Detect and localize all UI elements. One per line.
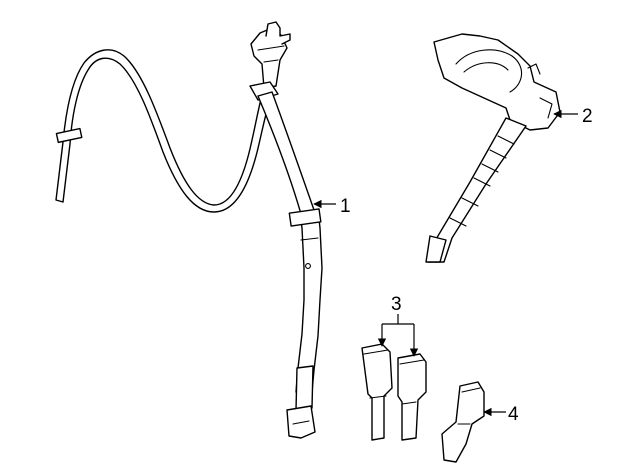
d-ring-tab: [265, 21, 291, 45]
belt-strap: [257, 91, 315, 215]
buckle-right: [397, 353, 427, 441]
part-1-seat-belt-assembly[interactable]: [55, 21, 323, 439]
belt-webbing-loop: [55, 49, 273, 213]
retractor-end-tab: [425, 235, 447, 263]
callout-label-2: 2: [582, 106, 593, 127]
part-3-buckle-pair[interactable]: [361, 343, 427, 441]
buckle-left: [361, 343, 393, 441]
callout-label-3: 3: [391, 294, 402, 315]
retractor-webbing: [427, 117, 527, 263]
part-4-buckle[interactable]: [441, 381, 485, 463]
callout-4: 4: [483, 404, 519, 425]
retractor-bracket: [295, 209, 323, 393]
retractor-lower-arm: [295, 365, 314, 411]
callout-3: 3: [377, 294, 419, 357]
callout-label-1: 1: [340, 196, 351, 217]
belt-slider: [55, 127, 83, 144]
callout-2: 2: [553, 106, 593, 127]
callout-label-4: 4: [508, 404, 519, 425]
buckle-single: [441, 381, 485, 463]
retractor-housing: [433, 33, 561, 131]
part-2-retractor-assembly[interactable]: [425, 33, 561, 263]
retractor-clip: [288, 208, 322, 227]
callout-1: 1: [313, 196, 351, 217]
